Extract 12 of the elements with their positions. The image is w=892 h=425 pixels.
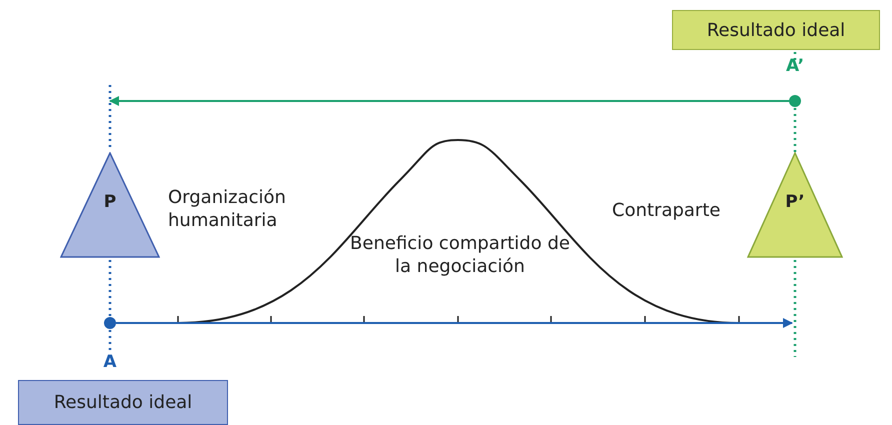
marker-label: P’	[784, 192, 806, 212]
annotation-text: Beneficio compartido de la negociación	[349, 232, 571, 278]
point-label: A	[97, 352, 123, 376]
outcome-box: Resultado ideal	[18, 380, 228, 425]
outcome-box: Resultado ideal	[672, 10, 880, 50]
annotation-text: Organización humanitaria	[168, 186, 287, 232]
point-dot	[789, 95, 801, 107]
arrow	[109, 96, 789, 106]
arrow	[116, 318, 793, 328]
marker-label: P	[102, 192, 118, 212]
point-dot	[104, 317, 116, 329]
annotation-text: Contraparte	[612, 199, 722, 222]
